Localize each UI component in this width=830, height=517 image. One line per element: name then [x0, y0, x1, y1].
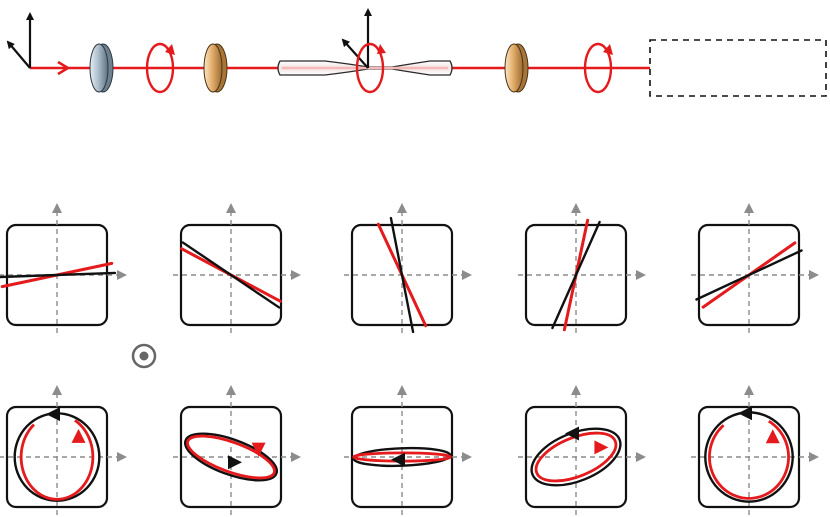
- optical-setup: [6, 8, 827, 97]
- black-polarization-line: [695, 249, 803, 301]
- output-polarization-loop-icon: [583, 42, 613, 94]
- red-direction-arrow: [71, 428, 86, 443]
- coordinate-frame-waist: [341, 8, 372, 69]
- black-polarization-ellipse: [530, 427, 622, 487]
- black-polarization-ellipse: [184, 432, 278, 482]
- polarizer-icon: [89, 43, 114, 93]
- black-polarization-line: [0, 271, 117, 279]
- black-direction-arrow: [738, 406, 752, 421]
- circular-polarization-loop-icon: [145, 42, 175, 94]
- waist-polarization-loop-icon: [355, 42, 386, 94]
- black-polarization-line: [551, 220, 601, 330]
- out-of-plane-circle-dot-icon: [131, 343, 157, 369]
- red-polarization-ellipse: [186, 434, 276, 480]
- waveplate-icon-2: [504, 43, 529, 93]
- black-direction-arrow: [46, 407, 60, 422]
- beam-direction-arrow: [57, 60, 71, 76]
- black-direction-arrow: [565, 426, 579, 441]
- red-polarization-ellipse: [708, 419, 790, 500]
- coordinate-frame-input: [6, 12, 34, 69]
- linear-panel-3: [344, 203, 472, 334]
- black-direction-arrow: [228, 455, 242, 470]
- linear-panel-2: [173, 203, 301, 333]
- black-direction-arrow: [391, 452, 405, 467]
- red-direction-arrow: [594, 440, 609, 455]
- elliptical-polarization-row: [0, 385, 819, 515]
- elliptical-panel-2: [173, 385, 301, 515]
- black-polarization-line: [181, 241, 281, 309]
- red-direction-arrow: [251, 442, 266, 457]
- linear-panel-1: [0, 203, 127, 333]
- waveplate-icon: [203, 43, 228, 93]
- elliptical-panel-1: [0, 385, 127, 515]
- elliptical-panel-5: [691, 385, 819, 515]
- red-polarization-ellipse: [19, 419, 95, 501]
- linear-panel-4: [518, 203, 646, 333]
- red-direction-arrow: [765, 429, 780, 444]
- linear-polarization-row: [0, 203, 819, 334]
- black-polarization-line: [389, 216, 415, 334]
- red-polarization-ellipse: [534, 431, 618, 483]
- elliptical-panel-3: [344, 385, 472, 515]
- linear-panel-5: [691, 203, 819, 333]
- detector-box: [649, 39, 827, 97]
- elliptical-panel-4: [518, 385, 646, 515]
